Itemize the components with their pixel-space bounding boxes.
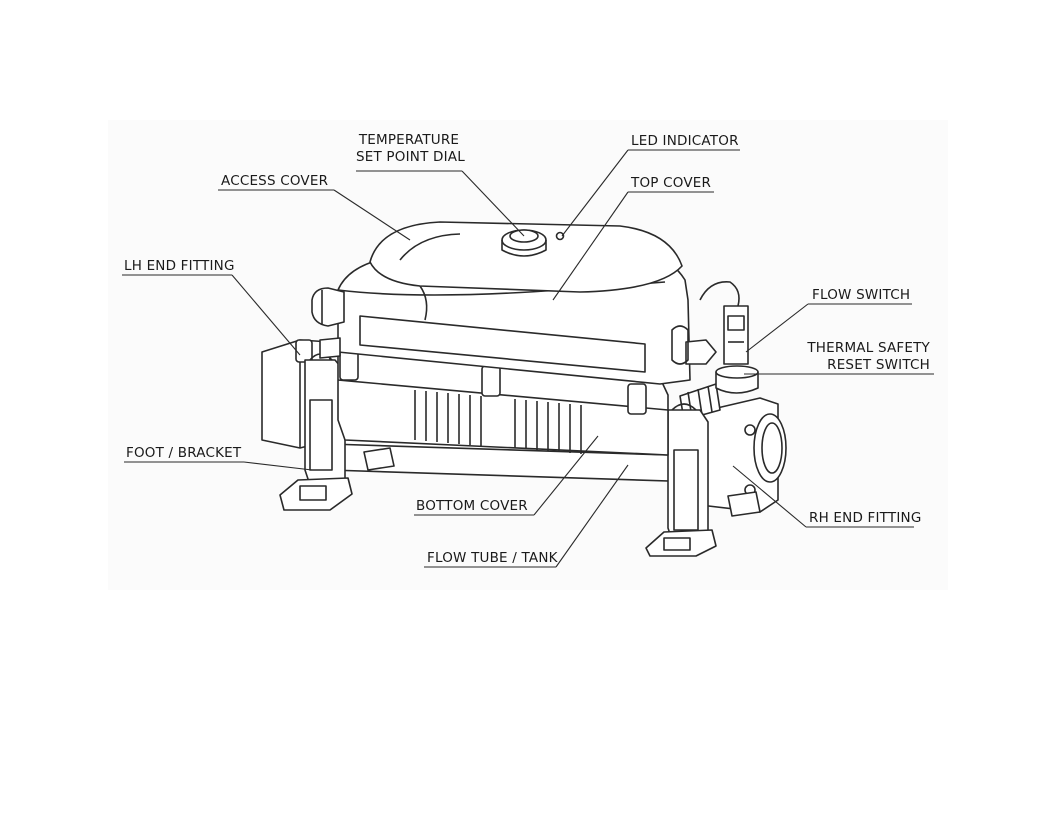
label-thermal-safety-line2: RESET SWITCH <box>827 357 930 373</box>
label-thermal-safety: THERMAL SAFETY RESET SWITCH <box>800 340 930 374</box>
label-temperature-dial-line2: SET POINT DIAL <box>356 149 465 165</box>
label-bottom-cover: BOTTOM COVER <box>416 498 528 514</box>
label-led-indicator: LED INDICATOR <box>631 133 739 149</box>
label-foot-bracket: FOOT / BRACKET <box>126 445 242 461</box>
cooling-fins-right <box>514 399 582 454</box>
left-cable-gland <box>311 287 345 327</box>
label-access-cover: ACCESS COVER <box>221 173 329 189</box>
label-thermal-safety-line1: THERMAL SAFETY <box>807 340 930 356</box>
leader-lines <box>122 149 934 568</box>
label-lh-end-fitting: LH END FITTING <box>124 258 235 274</box>
sensor-cable <box>699 281 740 307</box>
label-rh-end-fitting: RH END FITTING <box>809 510 922 526</box>
led-indicator <box>555 231 565 241</box>
cooling-fins-left <box>414 390 482 446</box>
label-top-cover: TOP COVER <box>631 175 712 191</box>
label-flow-tube: FLOW TUBE / TANK <box>427 550 558 566</box>
right-cable-gland <box>685 339 717 365</box>
flow-switch <box>723 305 749 365</box>
label-temperature-dial-line1: TEMPERATURE <box>358 132 460 148</box>
access-cover <box>369 221 683 293</box>
label-flow-switch: FLOW SWITCH <box>812 287 911 303</box>
label-temperature-dial: TEMPERATURE SET POINT DIAL <box>356 132 465 166</box>
